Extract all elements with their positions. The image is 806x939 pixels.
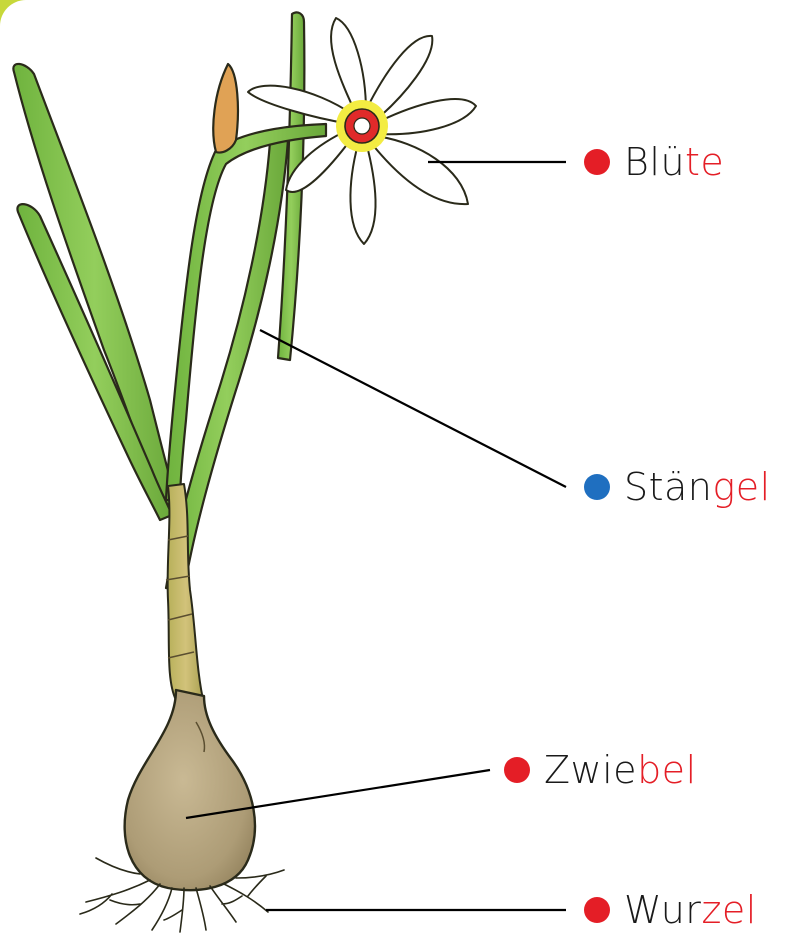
label-wurzel-ending: zel [701, 891, 756, 929]
label-zwiebel-stem: Zwie [544, 751, 637, 789]
label-bluete-stem: Blü [624, 143, 685, 181]
onion-bulb [125, 690, 255, 890]
marker-dot-staengel [584, 474, 610, 500]
label-staengel-ending: gel [712, 468, 770, 506]
bud-spathe [213, 64, 238, 153]
label-staengel-stem: Stän [624, 468, 712, 506]
leaf-left-outer [13, 64, 176, 508]
marker-dot-wurzel [584, 897, 610, 923]
leader-line-staengel [260, 330, 566, 487]
marker-dot-bluete [584, 149, 610, 175]
marker-dot-zwiebel [504, 757, 530, 783]
label-zwiebel-ending: bel [637, 751, 697, 789]
label-wurzel-stem: Wur [624, 891, 701, 929]
label-bluete-ending: te [685, 143, 724, 181]
